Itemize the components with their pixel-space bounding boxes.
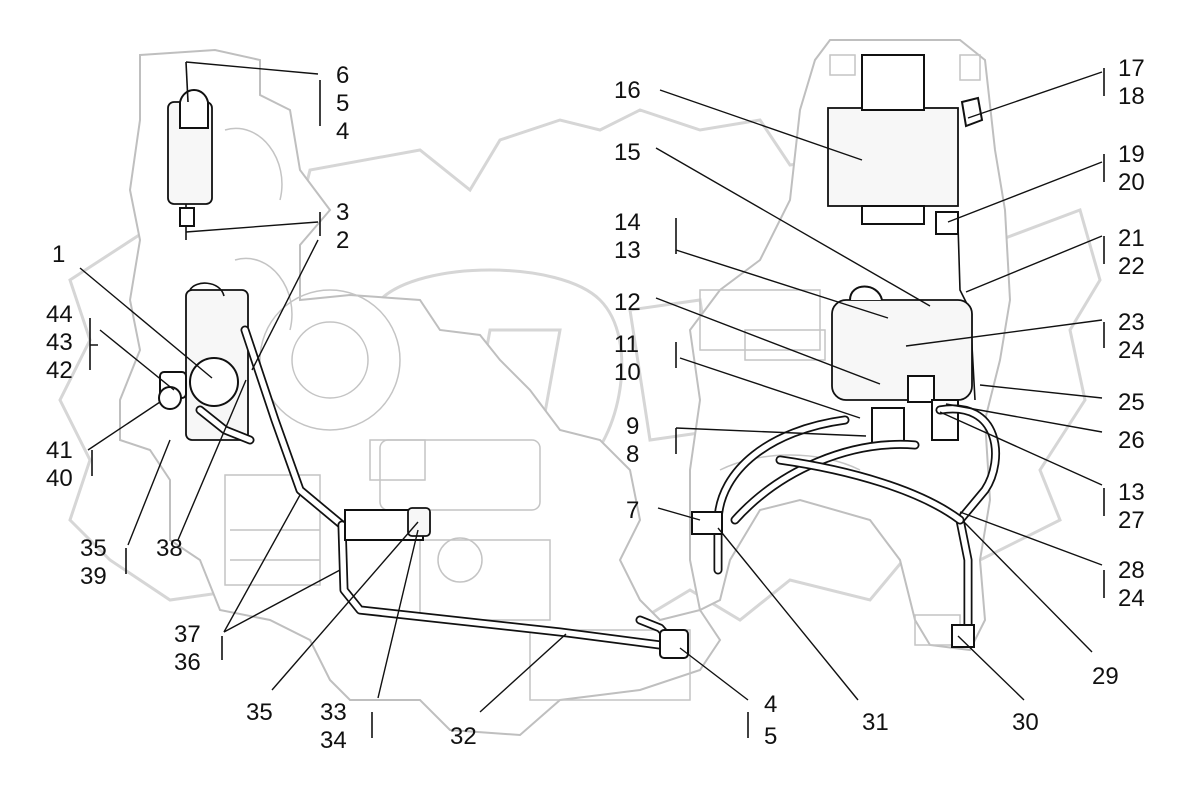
callout-25: 25 <box>1118 389 1145 416</box>
callout-18: 18 <box>1118 83 1145 110</box>
callout-13: 13 <box>614 237 641 264</box>
callout-40: 40 <box>46 465 73 492</box>
callout-29: 29 <box>1092 663 1119 690</box>
callout-9: 9 <box>626 413 639 440</box>
pipe-clamp <box>407 507 431 537</box>
callout-34: 34 <box>320 727 347 754</box>
callout-20: 20 <box>1118 169 1145 196</box>
callout-6: 6 <box>336 62 349 89</box>
hose-clamp-7 <box>691 511 723 535</box>
callout-17: 17 <box>1118 55 1145 82</box>
callout-26: 26 <box>1118 427 1145 454</box>
connector-19 <box>935 211 959 235</box>
callout-35: 35 <box>80 535 107 562</box>
callout-36: 36 <box>174 649 201 676</box>
callout-2: 2 <box>336 227 349 254</box>
leader-lines <box>79 61 1103 713</box>
callout-4-lower: 4 <box>764 691 777 718</box>
callout-13-lower: 13 <box>1118 479 1145 506</box>
callout-5: 5 <box>336 90 349 117</box>
callout-44: 44 <box>46 301 73 328</box>
valve <box>907 375 935 403</box>
callout-24: 24 <box>1118 337 1145 364</box>
callout-32: 32 <box>450 723 477 750</box>
callout-3: 3 <box>336 199 349 226</box>
canister-cap <box>179 89 209 129</box>
callout-43: 43 <box>46 329 73 356</box>
brackets <box>89 68 1105 738</box>
callout-14: 14 <box>614 209 641 236</box>
callout-33: 33 <box>320 699 347 726</box>
callout-1: 1 <box>52 241 65 268</box>
right-assembly <box>691 54 1000 648</box>
callout-labels: 6 5 4 3 2 1 44 43 42 41 40 35 39 38 37 3… <box>46 55 1145 754</box>
callout-19: 19 <box>1118 141 1145 168</box>
control-unit-base <box>861 205 925 225</box>
outlet-fitting <box>659 629 689 659</box>
callout-37: 37 <box>174 621 201 648</box>
callout-38: 38 <box>156 535 183 562</box>
callout-28: 28 <box>1118 557 1145 584</box>
callout-21: 21 <box>1118 225 1145 252</box>
callout-22: 22 <box>1118 253 1145 280</box>
callout-42: 42 <box>46 357 73 384</box>
heater-unit-right <box>831 299 973 401</box>
engine-frame-left <box>119 48 722 737</box>
control-unit-mount <box>861 54 925 111</box>
callout-16: 16 <box>614 77 641 104</box>
callout-30: 30 <box>1012 709 1039 736</box>
callout-39: 39 <box>80 563 107 590</box>
callout-41: 41 <box>46 437 73 464</box>
canister-fitting <box>179 207 195 227</box>
callout-10: 10 <box>614 359 641 386</box>
callout-31: 31 <box>862 709 889 736</box>
heater-bracket <box>871 407 905 445</box>
callout-24-lower: 24 <box>1118 585 1145 612</box>
drain-fitting <box>951 624 975 648</box>
callout-12: 12 <box>614 289 641 316</box>
callout-7: 7 <box>626 497 639 524</box>
callout-5-lower: 5 <box>764 723 777 750</box>
connector-17 <box>960 96 984 128</box>
control-unit <box>827 107 959 207</box>
callout-8: 8 <box>626 441 639 468</box>
callout-35-lower: 35 <box>246 699 273 726</box>
callout-4: 4 <box>336 118 349 145</box>
callout-23: 23 <box>1118 309 1145 336</box>
callout-11: 11 <box>614 331 639 358</box>
callout-15: 15 <box>614 139 641 166</box>
callout-27: 27 <box>1118 507 1145 534</box>
